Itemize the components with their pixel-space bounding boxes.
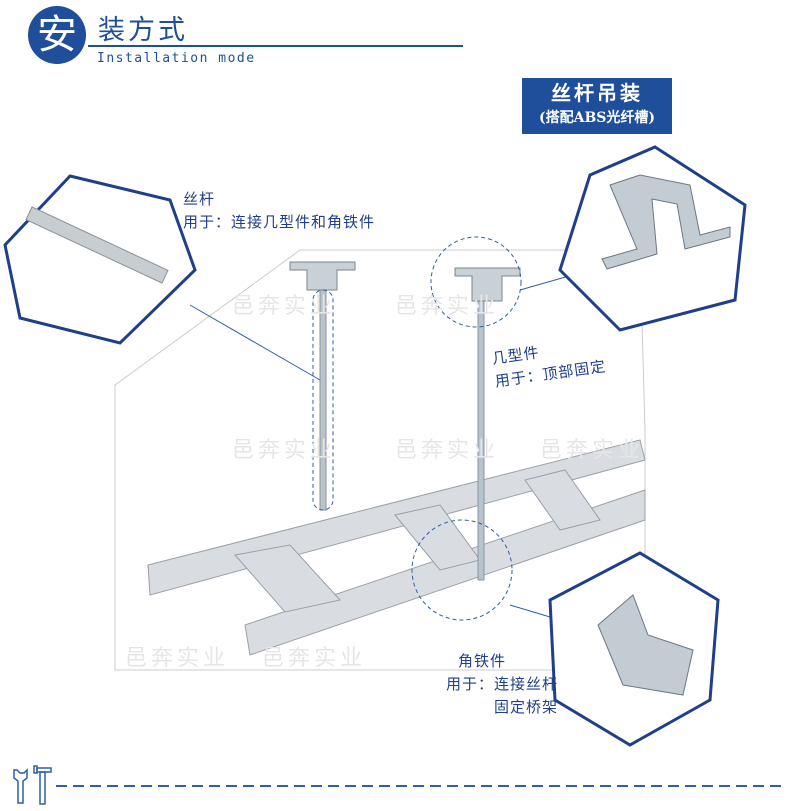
- rod-name: 丝杆: [183, 190, 216, 208]
- bracket-right: [454, 267, 521, 302]
- badge-subtitle: (搭配ABS光纤槽): [538, 110, 656, 126]
- badge-title: 丝杆吊装: [551, 81, 643, 105]
- watermark: 邑奔实业: [232, 294, 337, 319]
- logo-badge: 安: [28, 6, 86, 64]
- page-subtitle: Installation mode: [97, 51, 256, 66]
- rod-usage: 用于：连接几型件和角铁件: [183, 213, 376, 231]
- angle-usage-2: 固定桥架: [493, 698, 558, 716]
- title-divider: [88, 45, 463, 47]
- watermark: 邑奔实业: [395, 438, 500, 463]
- cable-tray: [147, 439, 646, 656]
- watermark: 邑奔实业: [125, 646, 230, 671]
- callout-line-rod: [189, 304, 321, 381]
- rod-label: 丝杆 用于：连接几型件和角铁件: [183, 188, 375, 234]
- page-title: 装方式: [98, 15, 188, 46]
- bracket-photo: [601, 174, 731, 270]
- angle-name: 角铁件: [458, 652, 507, 670]
- bracket-left: [289, 261, 356, 291]
- angle-usage: 用于：连接丝杆: [445, 675, 558, 693]
- callout-circle-bracket: [430, 236, 522, 328]
- callout-circle-angle: [411, 519, 513, 621]
- watermark: 邑奔实业: [232, 438, 337, 463]
- watermark: 邑奔实业: [262, 646, 367, 671]
- installation-type-badge: 丝杆吊装 (搭配ABS光纤槽): [522, 78, 672, 134]
- rod-photo: [25, 206, 169, 284]
- angle-label: 角铁件 用于：连接丝杆 固定桥架: [418, 650, 558, 719]
- watermark: 邑奔实业: [395, 294, 500, 319]
- tools-icon: [13, 765, 52, 805]
- callout-rod-highlight: [312, 289, 334, 511]
- watermark: 邑奔实业: [540, 438, 645, 463]
- angle-photo: [597, 594, 694, 696]
- hex-rod-closeup: [3, 174, 197, 345]
